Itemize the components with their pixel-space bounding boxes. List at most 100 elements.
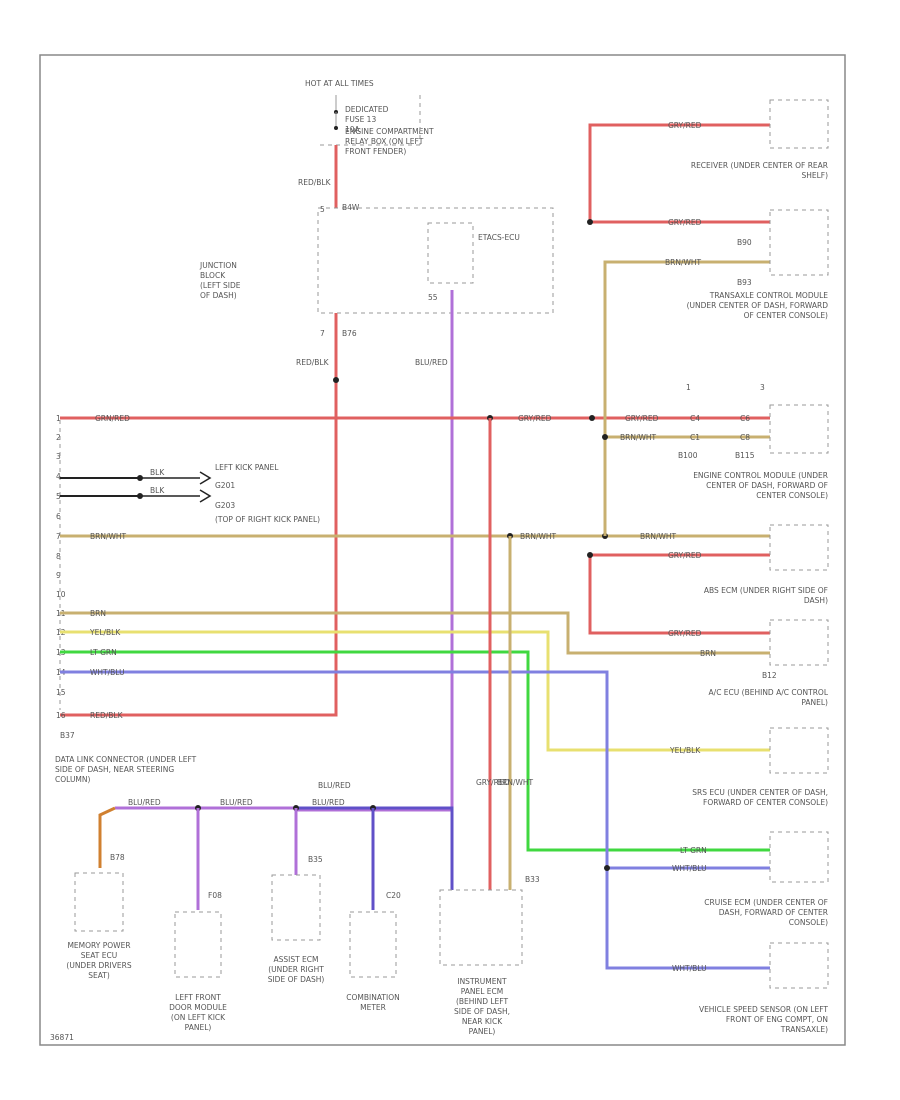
wire-label-brn-wht-1: BRN/WHT [90, 532, 127, 541]
wire-label-gry-red-1: GRY/RED [518, 414, 552, 423]
wire-label-brn-wht-6: BRN/WHT [497, 778, 534, 787]
wire-label-yel-blk-1: YEL/BLK [89, 628, 121, 637]
wire-label-blu-red-1: BLU/RED [128, 798, 161, 807]
wire-brn [60, 611, 770, 655]
ecm-conn-b100: B100 [678, 451, 698, 460]
dlc-conn: B37 [60, 731, 75, 740]
memory-seat-ecu-box [74, 872, 124, 932]
dlc-pin: 10 [56, 590, 66, 599]
wire-label-yel-blk-2: YEL/BLK [669, 746, 701, 755]
junction-pin-bottom: 7 [320, 329, 325, 338]
dlc-pin: 9 [56, 571, 61, 580]
dlc-pin: 16 [56, 711, 66, 720]
wire-label-wht-blu-1: WHT/BLU [90, 668, 125, 677]
combination-meter-box [349, 911, 397, 978]
assist-ecm-box [271, 874, 321, 941]
junction-conn-top: B4W [342, 203, 360, 212]
ecm-pin-c6: C6 [740, 414, 750, 423]
wire-label-grn-red: GRN/RED [95, 414, 130, 423]
etacs-pin: 55 [428, 293, 438, 302]
ac-ecu-conn: B12 [762, 671, 777, 680]
dlc-pin: 2 [56, 433, 61, 442]
ip-ecm-conn: B33 [525, 875, 540, 884]
wire-gry-red-abs [588, 553, 770, 635]
ecm-conn-b115: B115 [735, 451, 755, 460]
wire-label-blu-red-3: BLU/RED [312, 798, 345, 807]
receiver-box [769, 99, 829, 149]
wire-label-brn-1: BRN [90, 609, 106, 618]
wire-label-brn-wht-5: BRN/WHT [620, 433, 657, 442]
wire-label-lt-grn-1: LT GRN [90, 648, 117, 657]
ground-g203: G203 [215, 501, 235, 510]
ecm-pin-c4: C4 [690, 414, 700, 423]
ecm-pin-c1: C1 [690, 433, 700, 442]
wire-label-gry-red-6: GRY/RED [668, 629, 702, 638]
dlc-pin: 6 [56, 512, 61, 521]
ecm-pin-c8: C8 [740, 433, 750, 442]
junction-conn-bottom: B76 [342, 329, 357, 338]
ground-icon [199, 489, 212, 503]
wire-label-wht-blu-3: WHT/BLU [672, 964, 707, 973]
memory-seat-conn: B78 [110, 853, 125, 862]
assist-ecm-conn: B35 [308, 855, 323, 864]
wire-label-blk-2: BLK [150, 486, 165, 495]
wire-label-red-blk-2: RED/BLK [296, 358, 330, 367]
wire-blu-red-bus-2 [296, 806, 454, 890]
wire-label-blk-1: BLK [150, 468, 165, 477]
door-module-conn: F08 [208, 891, 222, 900]
ground-label-3: (TOP OF RIGHT KICK PANEL) [215, 515, 320, 524]
wire-brn-wht-tcm [603, 260, 770, 536]
meter-conn: C20 [386, 891, 401, 900]
dlc-pin: 3 [56, 452, 61, 461]
wire-label-brn-wht-3: BRN/WHT [640, 532, 677, 541]
wire-label-gry-red-5: GRY/RED [668, 551, 702, 560]
wire-label-blu-red-4: BLU/RED [318, 781, 351, 790]
tcm-conn-2: B93 [737, 278, 752, 287]
tcm-box [769, 209, 829, 276]
wire-label-red-blk-1: RED/BLK [298, 178, 332, 187]
dlc-pin: 1 [56, 414, 61, 423]
ground-icon [199, 471, 212, 485]
ecm-conn-2: 3 [760, 383, 765, 392]
wire-yel-blk [60, 630, 770, 752]
footer-code: 36871 [50, 1033, 74, 1042]
wire-label-gry-red-7: GRY/RED [476, 778, 510, 787]
ip-ecm-box [439, 889, 523, 966]
wire-label-gry-red-4: GRY/RED [668, 218, 702, 227]
wire-label-brn-wht-2: BRN/WHT [520, 532, 557, 541]
srs-label: SRS ECU (UNDER CENTER OF DASH,FORWARD OF… [692, 788, 828, 807]
ecm-conn-1: 1 [686, 383, 691, 392]
dlc-pin: 7 [56, 532, 61, 541]
door-module-box [174, 911, 222, 978]
wire-gry-red-receiver [588, 123, 770, 224]
dlc-pin: 4 [56, 472, 61, 481]
abs-box-2 [769, 619, 829, 666]
tcm-label: TRANSAXLE CONTROL MODULE(UNDER CENTER OF… [687, 291, 829, 320]
wire-wht-blu [60, 670, 770, 970]
etacs-ecu-label: ETACS-ECU [478, 233, 520, 242]
cruise-box [769, 942, 829, 989]
dlc-pin: 5 [56, 492, 61, 501]
srs-box [769, 831, 829, 883]
dlc-pin: 15 [56, 688, 66, 697]
wire-label-brn-2: BRN [700, 649, 716, 658]
wire-orange-drop [98, 806, 116, 868]
diagram-frame [39, 54, 846, 1046]
wire-red-blk-main [60, 145, 338, 717]
hot-at-all-times-label: HOT AT ALL TIMES [305, 79, 374, 88]
wire-label-brn-wht-4: BRN/WHT [665, 258, 702, 267]
wire-label-red-blk-3: RED/BLK [90, 711, 124, 720]
abs-box [769, 524, 829, 571]
